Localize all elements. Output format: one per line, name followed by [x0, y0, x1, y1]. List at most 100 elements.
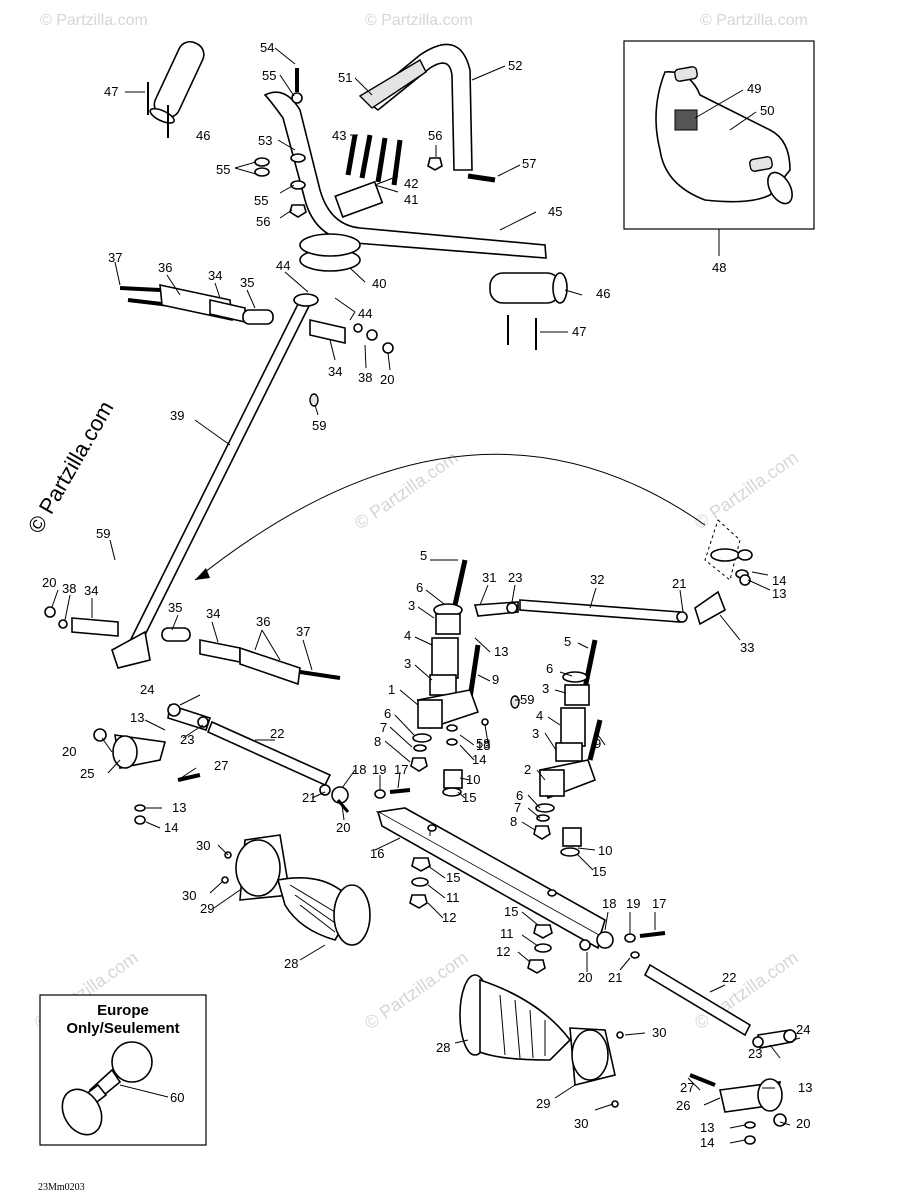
callout-label: 38	[358, 370, 372, 385]
callout-label: 58	[476, 736, 490, 751]
callout-label: 22	[270, 726, 284, 741]
callout-label: 21	[672, 576, 686, 591]
callout-label: 3	[404, 656, 411, 671]
callout-label: 30	[182, 888, 196, 903]
callout-label: 15	[462, 790, 476, 805]
callout-label: 24	[796, 1022, 810, 1037]
callout-label: 33	[740, 640, 754, 655]
callout-label: 19	[626, 896, 640, 911]
steering-column	[44, 283, 394, 686]
callout-label: 24	[140, 682, 154, 697]
callout-label: 13	[700, 1120, 714, 1135]
callout-label: 18	[352, 762, 366, 777]
callout-label: 44	[358, 306, 372, 321]
callout-label: 9	[492, 672, 499, 687]
callout-label: 13	[772, 586, 786, 601]
inset-pad-box: 49 50 48	[623, 40, 815, 275]
pad-patch	[674, 109, 698, 131]
watermark-text: © Partzilla.com	[691, 447, 802, 533]
callout-label: 36	[158, 260, 172, 275]
callout-label: 20	[578, 970, 592, 985]
callout-label: 29	[536, 1096, 550, 1111]
callout-label: 8	[510, 814, 517, 829]
callout-label: 44	[276, 258, 290, 273]
callout-label: 2	[524, 762, 531, 777]
boot-left	[221, 834, 371, 946]
callout-label: 3	[408, 598, 415, 613]
callout-label: 20	[380, 372, 394, 387]
callout-label: 21	[302, 790, 316, 805]
horn-bulb	[111, 1041, 153, 1083]
callout-labels: 54 55 52 51 47 46 53 55 56 57 43 55 42 4…	[42, 40, 812, 1150]
callout-label: 13	[494, 644, 508, 659]
callout-label: 7	[380, 720, 387, 735]
callout-label: 51	[338, 70, 352, 85]
watermark-text: © Partzilla.com	[361, 947, 472, 1033]
callout-label: 43	[332, 128, 346, 143]
callout-label: 6	[384, 706, 391, 721]
callout-label: 34	[328, 364, 342, 379]
callout-label: 39	[170, 408, 184, 423]
callout-label: 28	[436, 1040, 450, 1055]
callout-label: 6	[516, 788, 523, 803]
callout-label: 28	[284, 956, 298, 971]
callout-label: 8	[374, 734, 381, 749]
callout-label: 34	[208, 268, 222, 283]
callout-label: 10	[598, 843, 612, 858]
callout-label: 15	[446, 870, 460, 885]
watermark-text: © Partzilla.com	[365, 12, 473, 29]
callout-label: 15	[592, 864, 606, 879]
callout-label: 9	[594, 736, 601, 751]
callout-label: 47	[572, 324, 586, 339]
callout-label: 30	[196, 838, 210, 853]
callout-label: 57	[522, 156, 536, 171]
cross-member	[375, 807, 606, 974]
callout-label: 59	[96, 526, 110, 541]
callout-label: 50	[760, 103, 774, 118]
callout-label: 55	[254, 193, 268, 208]
callout-label: 13	[172, 800, 186, 815]
callout-label: 32	[590, 572, 604, 587]
transfer-arrow	[194, 453, 706, 581]
callout-label: 27	[214, 758, 228, 773]
callout-label: 6	[416, 580, 423, 595]
callout-label: 11	[500, 926, 514, 941]
callout-label: 47	[104, 84, 118, 99]
watermark-text: © Partzilla.com	[700, 12, 808, 29]
callout-label: 1	[388, 682, 395, 697]
handlebar-assembly	[147, 40, 568, 350]
callout-label: 46	[596, 286, 610, 301]
callout-label: 31	[482, 570, 496, 585]
callout-label: 12	[496, 944, 510, 959]
callout-label: 15	[504, 904, 518, 919]
callout-label: 23	[180, 732, 194, 747]
upper-linkage	[119, 283, 394, 407]
callout-label: 46	[196, 128, 210, 143]
callout-label: 23	[508, 570, 522, 585]
boot-right	[459, 974, 624, 1108]
callout-label: 55	[216, 162, 230, 177]
partzilla-watermark: © Partzilla.com	[23, 397, 119, 538]
column-ghost	[704, 519, 753, 586]
inset-europe-box: Europe Only/Seulement 60	[39, 994, 207, 1146]
callout-label: 5	[420, 548, 427, 563]
callout-label: 7	[514, 800, 521, 815]
grip-left	[149, 40, 205, 124]
watermark-text: © Partzilla.com	[691, 947, 802, 1033]
callout-label: 59	[312, 418, 326, 433]
callout-label: 13	[130, 710, 144, 725]
callout-label: 52	[508, 58, 522, 73]
leader-lines	[51, 47, 801, 1144]
callout-label: 34	[84, 583, 98, 598]
callout-label: 20	[336, 820, 350, 835]
callout-label: 56	[256, 214, 270, 229]
callout-label: 4	[404, 628, 411, 643]
callout-label: 13	[798, 1080, 812, 1095]
watermark-text: © Partzilla.com	[40, 12, 148, 29]
callout-label: 14	[472, 752, 486, 767]
callout-label: 3	[532, 726, 539, 741]
callout-label: 14	[164, 820, 178, 835]
bolts-43	[345, 134, 403, 186]
callout-label: 5	[564, 634, 571, 649]
callout-label: 18	[602, 896, 616, 911]
